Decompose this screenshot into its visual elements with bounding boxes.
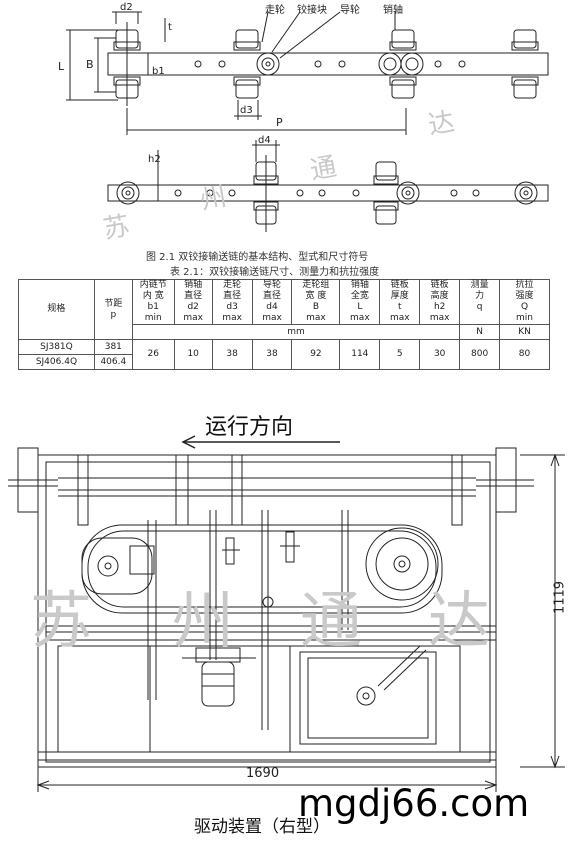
cell-t: 5 [379,339,421,370]
callout-pin-shaft: 销轴 [383,5,403,16]
dim-h2: h2 [148,154,161,165]
callout-guide-wheel: 导轮 [340,5,360,16]
drive-unit-drawing [8,435,565,792]
unit-strength: KN [499,324,550,340]
dim-d2: d2 [120,2,133,13]
chain-plate-top-view [107,52,549,76]
cell-spec: SJ381Q [18,339,95,355]
dim-width: 1690 [246,766,280,781]
chain-plate-side-view [107,184,549,202]
drive-sprocket [365,527,439,601]
dim-B: B [86,58,94,71]
cell-h2: 30 [419,339,461,370]
hinge-pin-center [256,52,280,76]
cell-d3: 38 [211,339,253,370]
callout-walk-wheel: 走轮 [265,5,285,16]
cell-spec: SJ406.4Q [18,354,95,370]
watermark-char: 通 [300,584,363,657]
frame-outline [37,454,497,768]
direction-label: 运行方向 [205,415,294,440]
site-watermark: mgdj66.com [298,782,530,825]
dim-P: P [276,116,283,129]
drawing-caption: 驱动装置（右型） [194,817,330,837]
table-row: SJ406.4Q 406.4 [18,354,550,370]
dim-b1: b1 [152,66,165,77]
watermark-char: 州 [172,584,235,657]
dim-d4: d4 [258,135,271,146]
dim-L: L [58,60,65,73]
table-title: 表 2.1：双铰接输送链尺寸、测量力和抗拉强度 [170,267,380,278]
unit-force: N [459,324,501,340]
cell-Q: 80 [499,339,550,370]
chain-structure-figure: d2 t L B b1 d3 P d4 h2 [58,2,549,232]
dim-t: t [168,22,172,33]
figure-caption: 图 2.1 双铰接输送链的基本结构、型式和尺寸符号 [146,252,369,263]
cell-d4: 38 [251,339,293,370]
watermark-char: 达 [428,584,491,657]
cell-d2: 10 [173,339,213,370]
guide-wheel-side-1 [253,155,279,232]
callout-hinge-block: 铰接块 [297,5,327,16]
cell-pitch: 381 [93,339,133,355]
watermark-char: 苏 [30,584,93,657]
wheel-assembly-2 [233,29,261,99]
guide-wheel-side-2 [373,161,399,225]
wheel-assembly-3 [378,29,424,99]
gearbox [299,651,437,745]
motor [201,661,235,707]
dim-height: 1119 [552,580,568,615]
cell-B: 92 [291,339,341,370]
dim-d3: d3 [240,105,253,116]
cell-L: 114 [339,339,381,370]
table-row: SJ381Q 381 26 10 38 38 92 114 5 30 800 8… [18,339,550,370]
unit-mm: mm [131,324,461,340]
cell-q: 800 [459,339,501,370]
wheel-assembly-4 [511,29,539,99]
cell-b1: 26 [131,339,175,370]
cell-pitch: 406.4 [93,354,133,370]
wheel-assembly-1 [113,22,141,106]
header-spec: 规格 [18,279,95,340]
